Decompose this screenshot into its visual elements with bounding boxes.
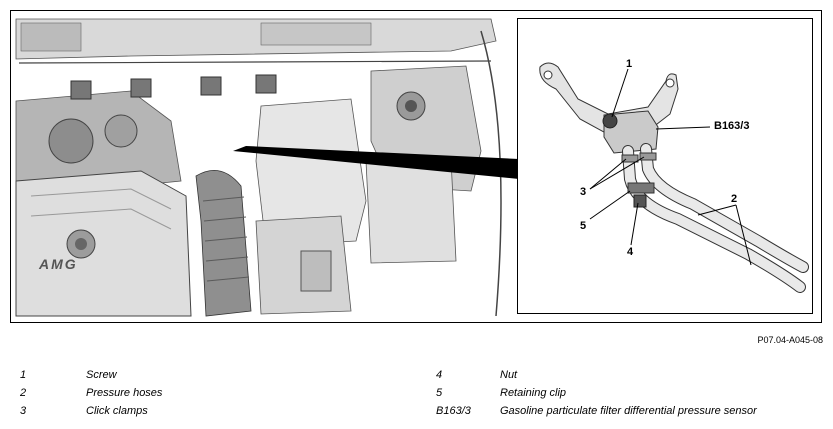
legend-text: Screw [86,369,117,381]
figure-id: P07.04-A045-08 [757,335,823,345]
emblem-text: AMG [39,256,78,272]
pressure-sensor-detail-drawing [539,62,809,293]
legend-number: 1 [20,369,27,381]
legend-number: 2 [20,387,27,399]
callout-label-3: 3 [580,186,587,198]
legend-text: Nut [500,369,518,381]
detail-callout-box: 1 B163/3 3 5 4 2 [517,18,813,314]
callout-label-4: 4 [627,246,634,258]
legend-text: Click clamps [86,405,148,417]
callout-label-2: 2 [731,193,738,205]
callout-label-5: 5 [580,220,587,232]
legend-text: Pressure hoses [86,387,163,399]
legend-number: 4 [436,369,443,381]
legend-text: Gasoline particulate filter differential… [500,405,757,417]
callout-label-b163-3: B163/3 [714,120,750,132]
legend-number: 5 [436,387,443,399]
legend-number: 3 [20,405,27,417]
callout-label-1: 1 [626,58,633,70]
legend-text: Retaining clip [500,387,567,399]
legend-number: B163/3 [436,405,471,417]
